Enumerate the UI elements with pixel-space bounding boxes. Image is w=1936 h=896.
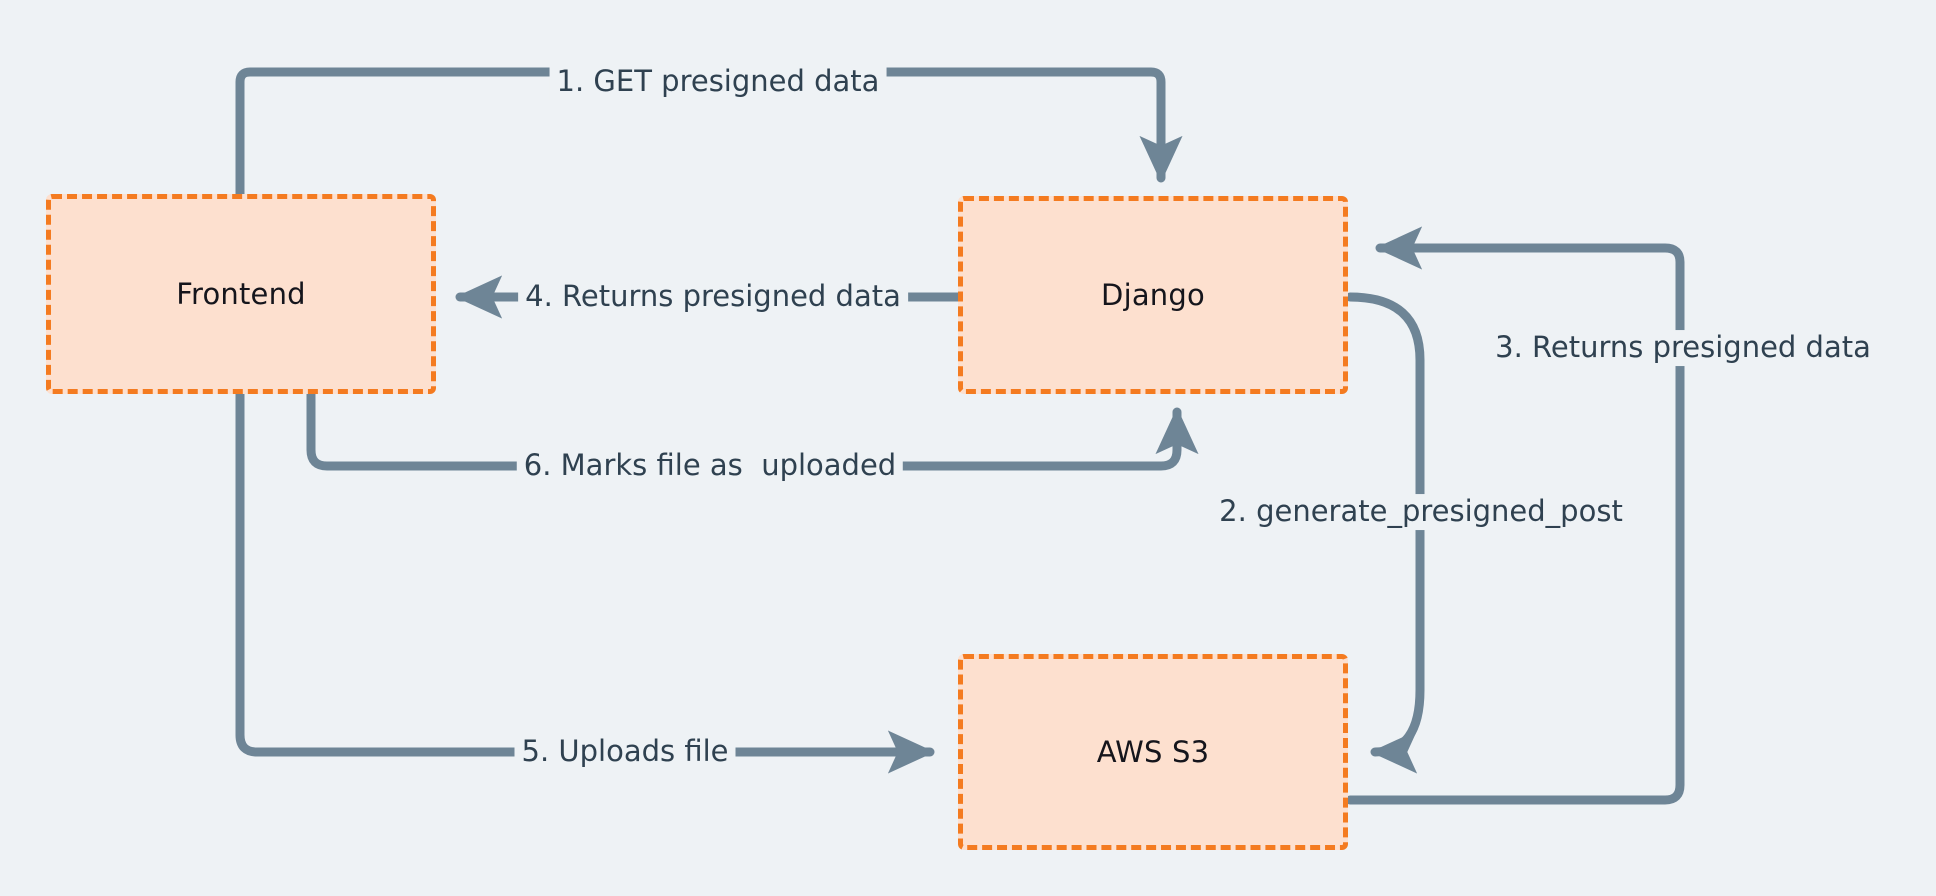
node-aws-s3[interactable]: AWS S3 (958, 654, 1348, 850)
edge-path-2 (1345, 292, 1425, 774)
edge-label-1: 1. GET presigned data (549, 64, 887, 100)
node-frontend-label: Frontend (176, 277, 306, 311)
edge-label-6: 6. Marks file as uploaded (516, 448, 904, 484)
edge-path-3 (1345, 226, 1685, 805)
edge-label-4: 4. Returns presigned data (518, 279, 908, 315)
node-frontend[interactable]: Frontend (46, 194, 436, 394)
edge-label-3: 3. Returns presigned data (1488, 330, 1878, 366)
edge-label-5: 5. Uploads file (514, 734, 736, 770)
node-django[interactable]: Django (958, 196, 1348, 394)
node-django-label: Django (1101, 278, 1205, 312)
edge-path-5 (235, 389, 935, 774)
node-aws-s3-label: AWS S3 (1096, 735, 1210, 769)
edge-label-2: 2. generate_presigned_post (1212, 494, 1630, 530)
